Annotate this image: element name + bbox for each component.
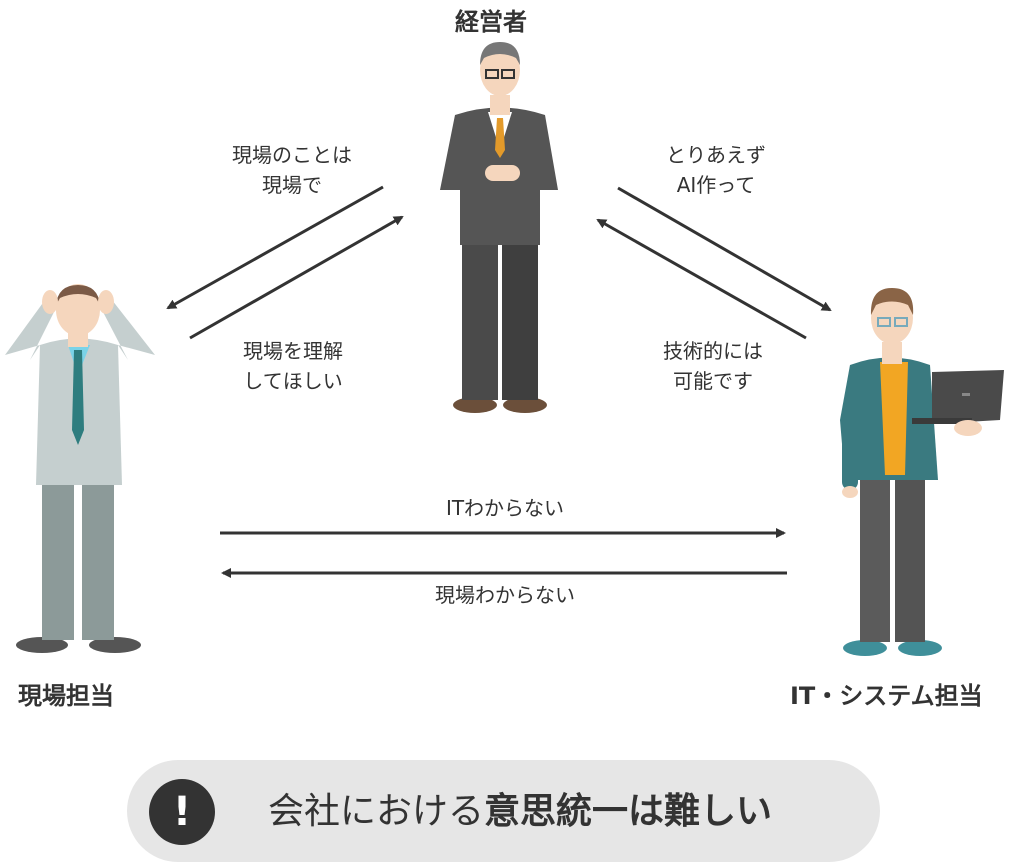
arrow-field-to-exec [189, 215, 404, 340]
message-line: 現場を理解 [243, 339, 343, 363]
text-bold: 意思統一 [484, 791, 629, 832]
message-line: 現場のことは [232, 143, 352, 167]
message-line: 可能です [673, 369, 753, 393]
conclusion-banner [127, 760, 880, 862]
role-it-staff: IT・システム担当 [790, 682, 983, 710]
executive-figure [440, 42, 558, 413]
message-exec-to-field: 現場のことは 現場で [212, 140, 372, 200]
message-it-to-field: 現場わからない [435, 583, 575, 607]
exclamation-icon: ! [149, 779, 215, 845]
message-it-to-exec: 技術的には 可能です [633, 336, 793, 396]
conclusion-text: 会社における意思統一は難しい [268, 787, 772, 837]
message-line: 現場で [262, 173, 322, 197]
role-executive: 経営者 [455, 8, 527, 36]
arrow-exec-to-field [166, 185, 384, 310]
message-exec-to-it: とりあえず AI作って [636, 140, 796, 200]
message-line: とりあえず [666, 143, 766, 167]
text-bold: は [628, 791, 665, 832]
message-field-to-it: ITわからない [445, 496, 565, 520]
it-staff-figure [840, 288, 1004, 656]
role-field-staff: 現場担当 [18, 682, 114, 710]
field-staff-figure [5, 284, 155, 653]
message-line: 技術的には [663, 339, 763, 363]
text-bold: 難しい [664, 791, 773, 832]
message-field-to-exec: 現場を理解 してほしい [213, 336, 373, 396]
message-line: AI作って [676, 173, 756, 197]
arrow-it-to-exec [596, 218, 807, 340]
message-line: してほしい [243, 369, 343, 393]
arrow-exec-to-it [617, 186, 832, 312]
text-regular: 会社における [268, 791, 485, 832]
